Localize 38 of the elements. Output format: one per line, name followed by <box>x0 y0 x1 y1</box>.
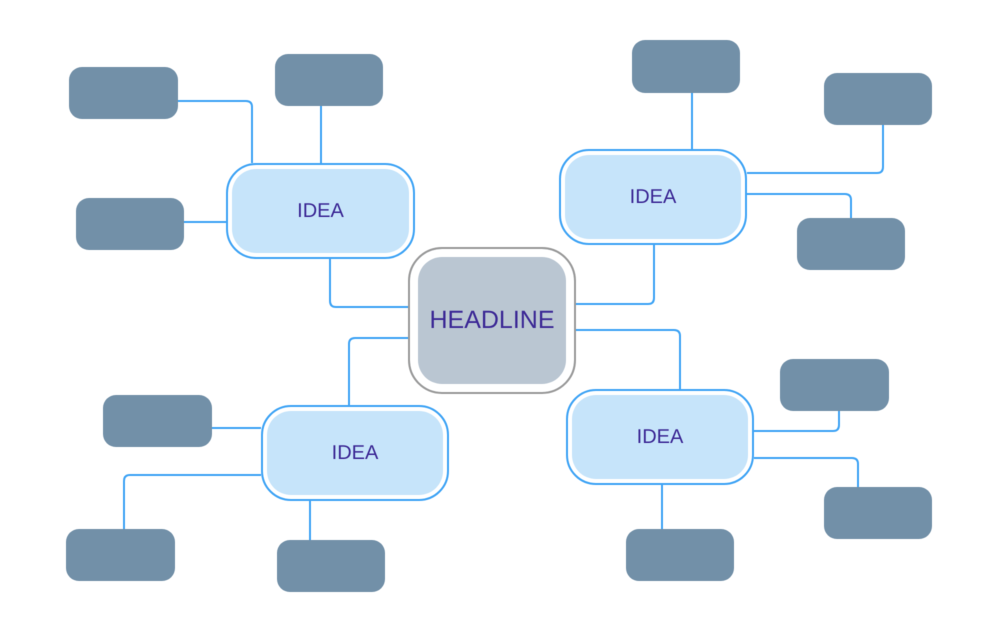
connector-line <box>576 329 681 389</box>
connector-line <box>178 100 253 163</box>
idea-box <box>566 389 754 485</box>
idea-label: IDEA <box>332 440 378 466</box>
empty-topic-box <box>797 218 905 270</box>
connector-line <box>754 411 840 432</box>
connector-line <box>212 427 261 429</box>
connector-line <box>320 106 322 163</box>
headline-box <box>408 247 576 394</box>
idea-label: IDEA <box>297 198 344 224</box>
connector-line <box>747 125 884 174</box>
connector-line <box>661 485 663 529</box>
connector-line <box>123 474 261 529</box>
idea-box <box>226 163 415 259</box>
empty-topic-box <box>103 395 212 447</box>
idea-label: IDEA <box>636 424 684 450</box>
empty-topic-box <box>626 529 734 581</box>
empty-topic-box <box>69 67 178 119</box>
empty-topic-box <box>76 198 184 250</box>
idea-box <box>559 149 747 245</box>
headline-label: HEADLINE <box>429 304 555 336</box>
connector-line <box>754 457 859 487</box>
idea-label: IDEA <box>630 184 676 210</box>
empty-topic-box <box>275 54 383 106</box>
idea-box <box>261 405 449 501</box>
connector-line <box>691 93 693 149</box>
connector-line <box>184 221 226 223</box>
connector-line <box>747 193 852 218</box>
empty-topic-box <box>780 359 889 411</box>
empty-topic-box <box>66 529 175 581</box>
connector-line <box>576 245 655 305</box>
empty-topic-box <box>632 40 740 93</box>
connector-line <box>348 337 408 405</box>
empty-topic-box <box>824 487 932 539</box>
connector-line <box>329 259 408 308</box>
empty-topic-box <box>277 540 385 592</box>
empty-topic-box <box>824 73 932 125</box>
connector-line <box>309 501 311 540</box>
